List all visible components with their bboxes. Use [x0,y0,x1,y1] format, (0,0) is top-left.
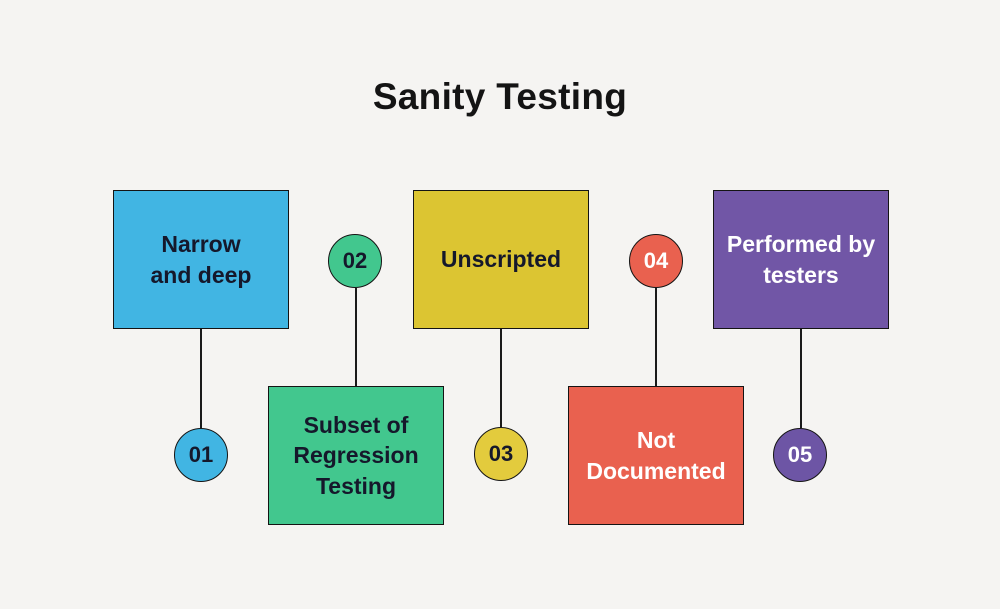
connector-02 [355,288,357,386]
box-performed-by-testers: Performed by testers [713,190,889,329]
number-badge-05: 05 [773,428,827,482]
number-badge-02: 02 [328,234,382,288]
page-title: Sanity Testing [372,76,628,117]
box-unscripted: Unscripted [413,190,589,329]
number-badge-03: 03 [474,427,528,481]
box-narrow-and-deep: Narrow and deep [113,190,289,329]
box-not-documented: Not Documented [568,386,744,525]
connector-05 [800,329,802,428]
connector-03 [500,329,502,427]
number-badge-04: 04 [629,234,683,288]
connector-04 [655,288,657,386]
box-subset-of-regression-testing: Subset of Regression Testing [268,386,444,525]
number-badge-01: 01 [174,428,228,482]
connector-01 [200,329,202,428]
